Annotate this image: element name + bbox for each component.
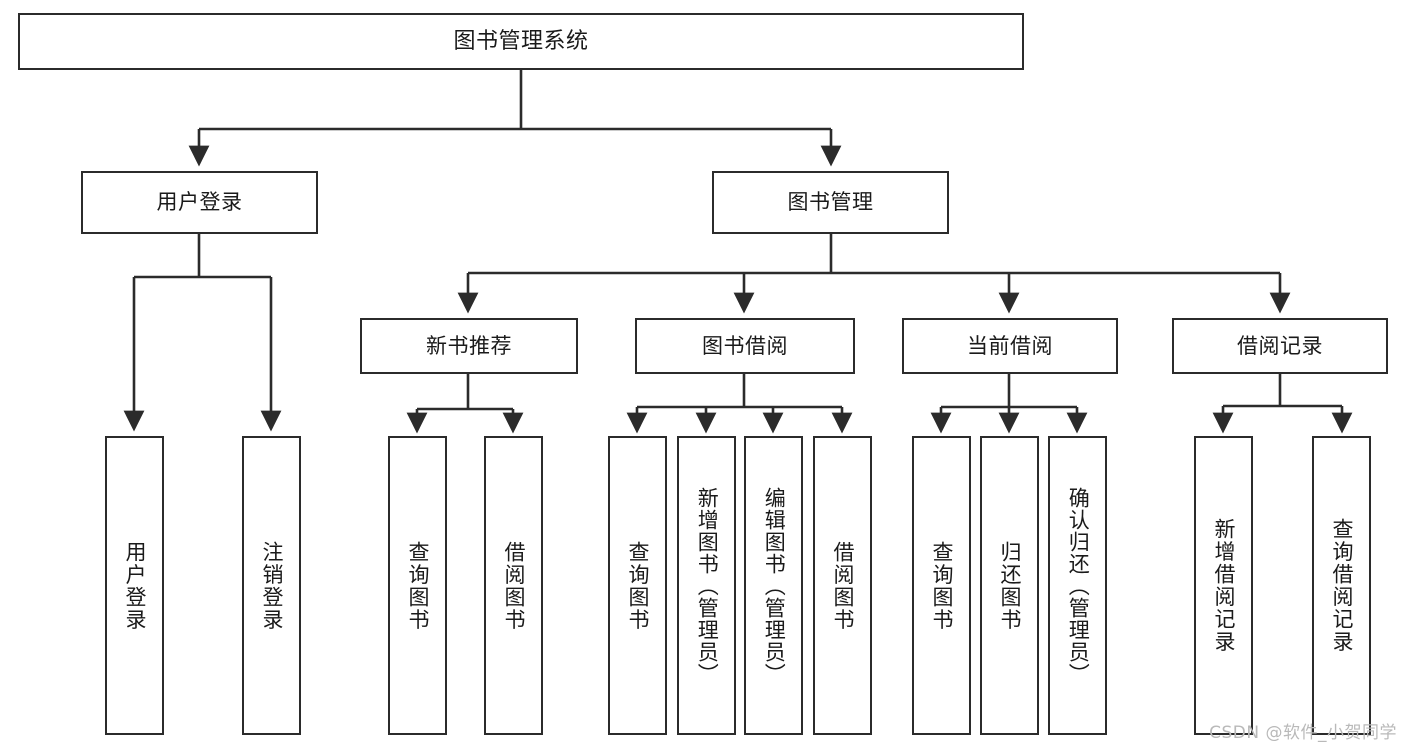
node-leaf-edit-book-admin[interactable]: 编辑图书（管理员）: [744, 436, 803, 735]
node-leaf-user-login-label: 用户登录: [122, 540, 147, 631]
node-leaf-query-book-3-label: 查询图书: [929, 540, 954, 631]
node-current-borrow-label: 当前借阅: [967, 333, 1053, 358]
node-leaf-query-borrow-record[interactable]: 查询借阅记录: [1312, 436, 1371, 735]
node-book-management[interactable]: 图书管理: [712, 171, 949, 234]
node-leaf-add-book-admin-label: 新增图书（管理员）: [695, 486, 720, 685]
node-leaf-add-book-admin[interactable]: 新增图书（管理员）: [677, 436, 736, 735]
node-leaf-borrow-book-1[interactable]: 借阅图书: [484, 436, 543, 735]
node-leaf-query-book-1[interactable]: 查询图书: [388, 436, 447, 735]
node-user-login-label: 用户登录: [156, 190, 243, 215]
node-leaf-add-borrow-record[interactable]: 新增借阅记录: [1194, 436, 1253, 735]
node-leaf-confirm-return-admin[interactable]: 确认归还（管理员）: [1048, 436, 1107, 735]
node-new-book-recommend-label: 新书推荐: [426, 333, 512, 358]
node-leaf-logout-login-label: 注销登录: [259, 540, 284, 631]
node-root[interactable]: 图书管理系统: [18, 13, 1024, 70]
node-borrow-record-label: 借阅记录: [1237, 333, 1323, 358]
node-root-label: 图书管理系统: [453, 28, 589, 54]
node-leaf-borrow-book-2-label: 借阅图书: [830, 540, 855, 631]
node-leaf-return-book-label: 归还图书: [997, 540, 1022, 631]
node-borrow-record[interactable]: 借阅记录: [1172, 318, 1388, 374]
node-book-borrow-label: 图书借阅: [702, 333, 788, 358]
node-leaf-logout-login[interactable]: 注销登录: [242, 436, 301, 735]
node-leaf-query-book-2-label: 查询图书: [625, 540, 650, 631]
node-book-borrow[interactable]: 图书借阅: [635, 318, 855, 374]
watermark: CSDN @软件_小贺同学: [1209, 723, 1397, 743]
node-new-book-recommend[interactable]: 新书推荐: [360, 318, 578, 374]
node-leaf-query-borrow-record-label: 查询借阅记录: [1329, 518, 1354, 653]
node-book-management-label: 图书管理: [787, 190, 874, 215]
node-leaf-query-book-3[interactable]: 查询图书: [912, 436, 971, 735]
node-leaf-add-borrow-record-label: 新增借阅记录: [1211, 518, 1236, 653]
node-user-login[interactable]: 用户登录: [81, 171, 318, 234]
node-current-borrow[interactable]: 当前借阅: [902, 318, 1118, 374]
node-leaf-return-book[interactable]: 归还图书: [980, 436, 1039, 735]
node-leaf-query-book-1-label: 查询图书: [405, 540, 430, 631]
node-leaf-edit-book-admin-label: 编辑图书（管理员）: [762, 486, 787, 685]
node-leaf-confirm-return-admin-label: 确认归还（管理员）: [1066, 486, 1091, 685]
node-leaf-borrow-book-1-label: 借阅图书: [501, 540, 526, 631]
node-leaf-borrow-book-2[interactable]: 借阅图书: [813, 436, 872, 735]
node-leaf-user-login[interactable]: 用户登录: [105, 436, 164, 735]
node-leaf-query-book-2[interactable]: 查询图书: [608, 436, 667, 735]
